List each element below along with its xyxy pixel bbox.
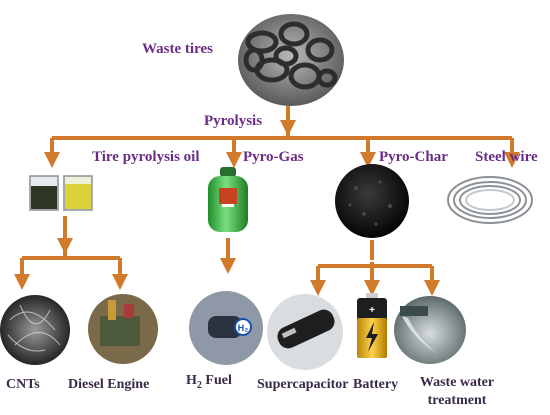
- pyro-char-image: [335, 164, 409, 238]
- steel-wire-label: Steel wire: [475, 149, 538, 165]
- pyro-char-label: Pyro-Char: [379, 149, 448, 165]
- h2-fuel-nozzle-image: H₂: [189, 291, 263, 365]
- wastewater-label-line1: Waste water: [419, 375, 495, 390]
- steel-wire-image: [447, 176, 533, 224]
- battery-image: +: [357, 293, 387, 358]
- diesel-engine-image: [88, 294, 158, 364]
- tire-pyrolysis-oil-label: Tire pyrolysis oil: [92, 149, 200, 165]
- connector-lines: [14, 106, 520, 296]
- waste-tires-label: Waste tires: [142, 41, 213, 57]
- cnts-image: [0, 295, 70, 365]
- h2-symbol-icon: H₂: [238, 323, 249, 333]
- lightning-icon: [366, 322, 378, 352]
- h2-fuel-label: H2 Fuel: [186, 373, 232, 391]
- svg-text:+: +: [369, 305, 375, 316]
- pyro-gas-label: Pyro-Gas: [243, 149, 304, 165]
- cnts-label: CNTs: [6, 377, 40, 392]
- wastewater-label-line2: treatment: [427, 393, 487, 408]
- wastewater-label: Waste water treatment: [414, 376, 500, 408]
- wastewater-image: [394, 296, 466, 364]
- pyrolysis-label: Pyrolysis: [204, 113, 263, 129]
- waste-tires-image: [238, 14, 344, 106]
- gas-cylinder-image: [208, 167, 248, 232]
- supercapacitor-label: Supercapacitor: [257, 377, 349, 392]
- pyrolysis-oil-beakers-image: [29, 175, 93, 211]
- supercapacitor-image: [267, 294, 343, 370]
- diesel-engine-label: Diesel Engine: [68, 377, 150, 392]
- battery-label: Battery: [353, 377, 399, 392]
